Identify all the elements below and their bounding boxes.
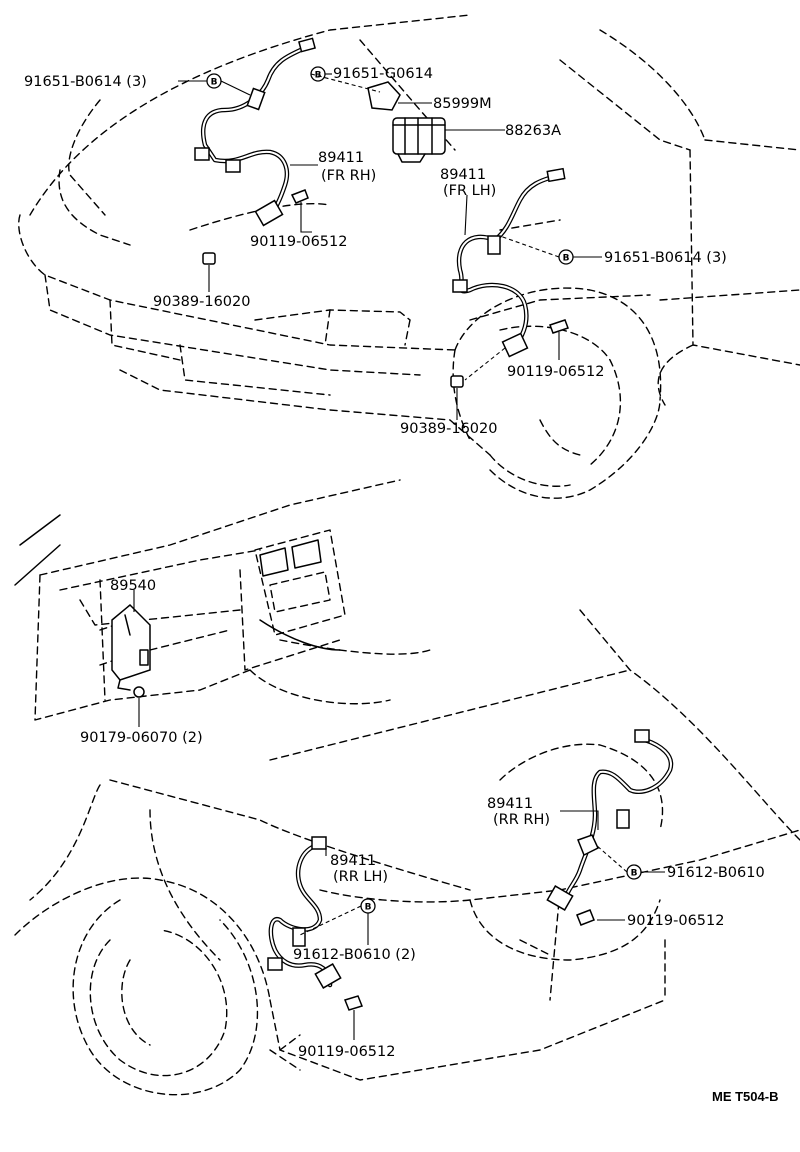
label-sensor-rr-lh-num: 89411 [330,853,376,869]
label-sensor-rr-rh-side: (RR RH) [493,812,550,828]
label-sensor-rr-lh-side: (RR LH) [333,869,388,885]
label-sensor-fr-lh-side: (FR LH) [443,183,496,199]
part-labels: 91651-B0614 (3) 91651-G0614 85999M 88263… [24,66,778,1104]
rr-lh-speed-sensor [267,836,363,1011]
label-clip-fr-rh: 90389-16020 [153,294,251,310]
label-clip-fr-lh: 90389-16020 [400,421,498,437]
front-fasteners [202,189,569,388]
actuator-and-bracket [367,81,446,163]
fr-rh-speed-sensor [194,37,316,227]
bolt-marker-letter: B [211,78,218,88]
dashboard-outline [14,479,431,721]
label-computer-nut: 90179-06070 (2) [80,730,203,746]
rr-rh-speed-sensor [546,729,674,926]
label-clamp-rr-rh: 91612-B0610 [667,865,765,881]
bolt-marker-letter: B [631,869,638,879]
label-actuator: 88263A [505,123,561,139]
rear-vehicle-outline [14,609,800,1096]
diagram-code: ME T504-B [712,1089,778,1104]
leader-lines [133,73,665,1040]
label-computer: 89540 [110,578,156,594]
fr-lh-speed-sensor [452,167,566,358]
label-bracket: 85999M [433,96,492,112]
label-bolt-rr-rh: 90119-06512 [627,913,725,929]
label-clamp-fr-lh: 91651-B0614 (3) [604,250,727,266]
label-sensor-rr-rh-num: 89411 [487,796,533,812]
abs-computer [111,603,151,698]
label-clamp-rr-lh: 91612-B0610 (2) [293,947,416,963]
label-sensor-fr-lh-num: 89411 [440,167,486,183]
label-top-clamp-center: 91651-G0614 [333,66,433,82]
label-top-clamp-fr-rh: 91651-B0614 (3) [24,74,147,90]
bolt-marker-letter: B [563,254,570,264]
label-bolt-rr-lh: 90119-06512 [298,1044,396,1060]
bolt-markers: B B B B B [206,66,642,914]
label-bolt-fr-rh: 90119-06512 [250,234,348,250]
bolt-marker-letter: B [365,903,372,913]
label-bolt-fr-lh: 90119-06512 [507,364,605,380]
front-vehicle-outline [18,14,800,499]
label-sensor-fr-rh-side: (FR RH) [321,168,376,184]
label-sensor-fr-rh-num: 89411 [318,150,364,166]
